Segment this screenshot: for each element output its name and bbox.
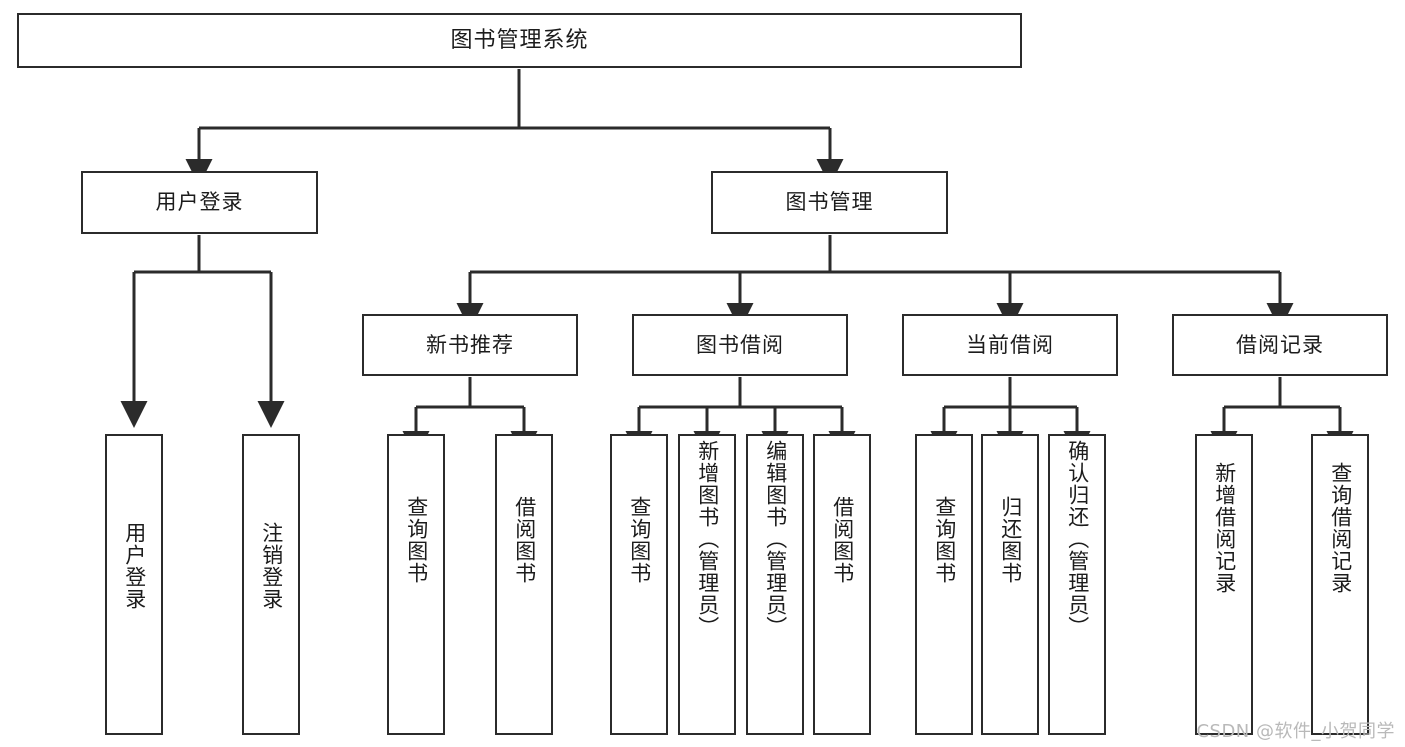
node-label: 借阅图书 [830,496,855,584]
node-label: 图书借阅 [696,332,784,357]
node-label: 查询图书 [627,496,652,584]
node-leaf-logout[interactable]: 注销登录 [242,434,300,735]
node-leaf-borrow-book-nb[interactable]: 借阅图书 [495,434,553,735]
node-current-borrow[interactable]: 当前借阅 [902,314,1118,376]
node-leaf-add-book-admin[interactable]: 新增图书（管理员） [678,434,736,735]
node-label: 注销登录 [259,522,284,610]
node-leaf-borrow-book-bb[interactable]: 借阅图书 [813,434,871,735]
node-label: 查询借阅记录 [1328,462,1353,594]
node-label: 用户登录 [122,522,147,610]
node-label: 用户登录 [155,190,244,214]
node-leaf-confirm-return-admin[interactable]: 确认归还（管理员） [1048,434,1106,735]
node-label: 借阅图书 [512,496,537,584]
node-label: 确认归还（管理员） [1065,440,1090,638]
node-label: 新书推荐 [426,332,514,357]
node-label: 查询图书 [404,496,429,584]
node-label: 新增图书（管理员） [695,440,720,638]
node-book-borrow[interactable]: 图书借阅 [632,314,848,376]
node-label: 图书管理 [785,190,874,214]
node-label: 新增借阅记录 [1212,462,1237,594]
node-label: 图书管理系统 [450,27,589,53]
node-leaf-query-book-cb[interactable]: 查询图书 [915,434,973,735]
node-label: 借阅记录 [1236,332,1324,357]
node-leaf-query-book-nb[interactable]: 查询图书 [387,434,445,735]
csdn-watermark: CSDN @软件_小贺同学 [1196,721,1395,742]
node-borrow-record[interactable]: 借阅记录 [1172,314,1388,376]
node-label: 编辑图书（管理员） [763,440,788,638]
node-leaf-query-borrow-record[interactable]: 查询借阅记录 [1311,434,1369,735]
node-label: 当前借阅 [966,332,1054,357]
node-label: 查询图书 [932,496,957,584]
node-book-management[interactable]: 图书管理 [711,171,948,234]
node-label: 归还图书 [998,496,1023,584]
node-leaf-user-login[interactable]: 用户登录 [105,434,163,735]
node-leaf-edit-book-admin[interactable]: 编辑图书（管理员） [746,434,804,735]
node-leaf-add-borrow-record[interactable]: 新增借阅记录 [1195,434,1253,735]
node-user-login[interactable]: 用户登录 [81,171,318,234]
node-root-book-management-system[interactable]: 图书管理系统 [17,13,1022,68]
node-leaf-return-book[interactable]: 归还图书 [981,434,1039,735]
node-leaf-query-book-bb[interactable]: 查询图书 [610,434,668,735]
node-new-book-recommend[interactable]: 新书推荐 [362,314,578,376]
